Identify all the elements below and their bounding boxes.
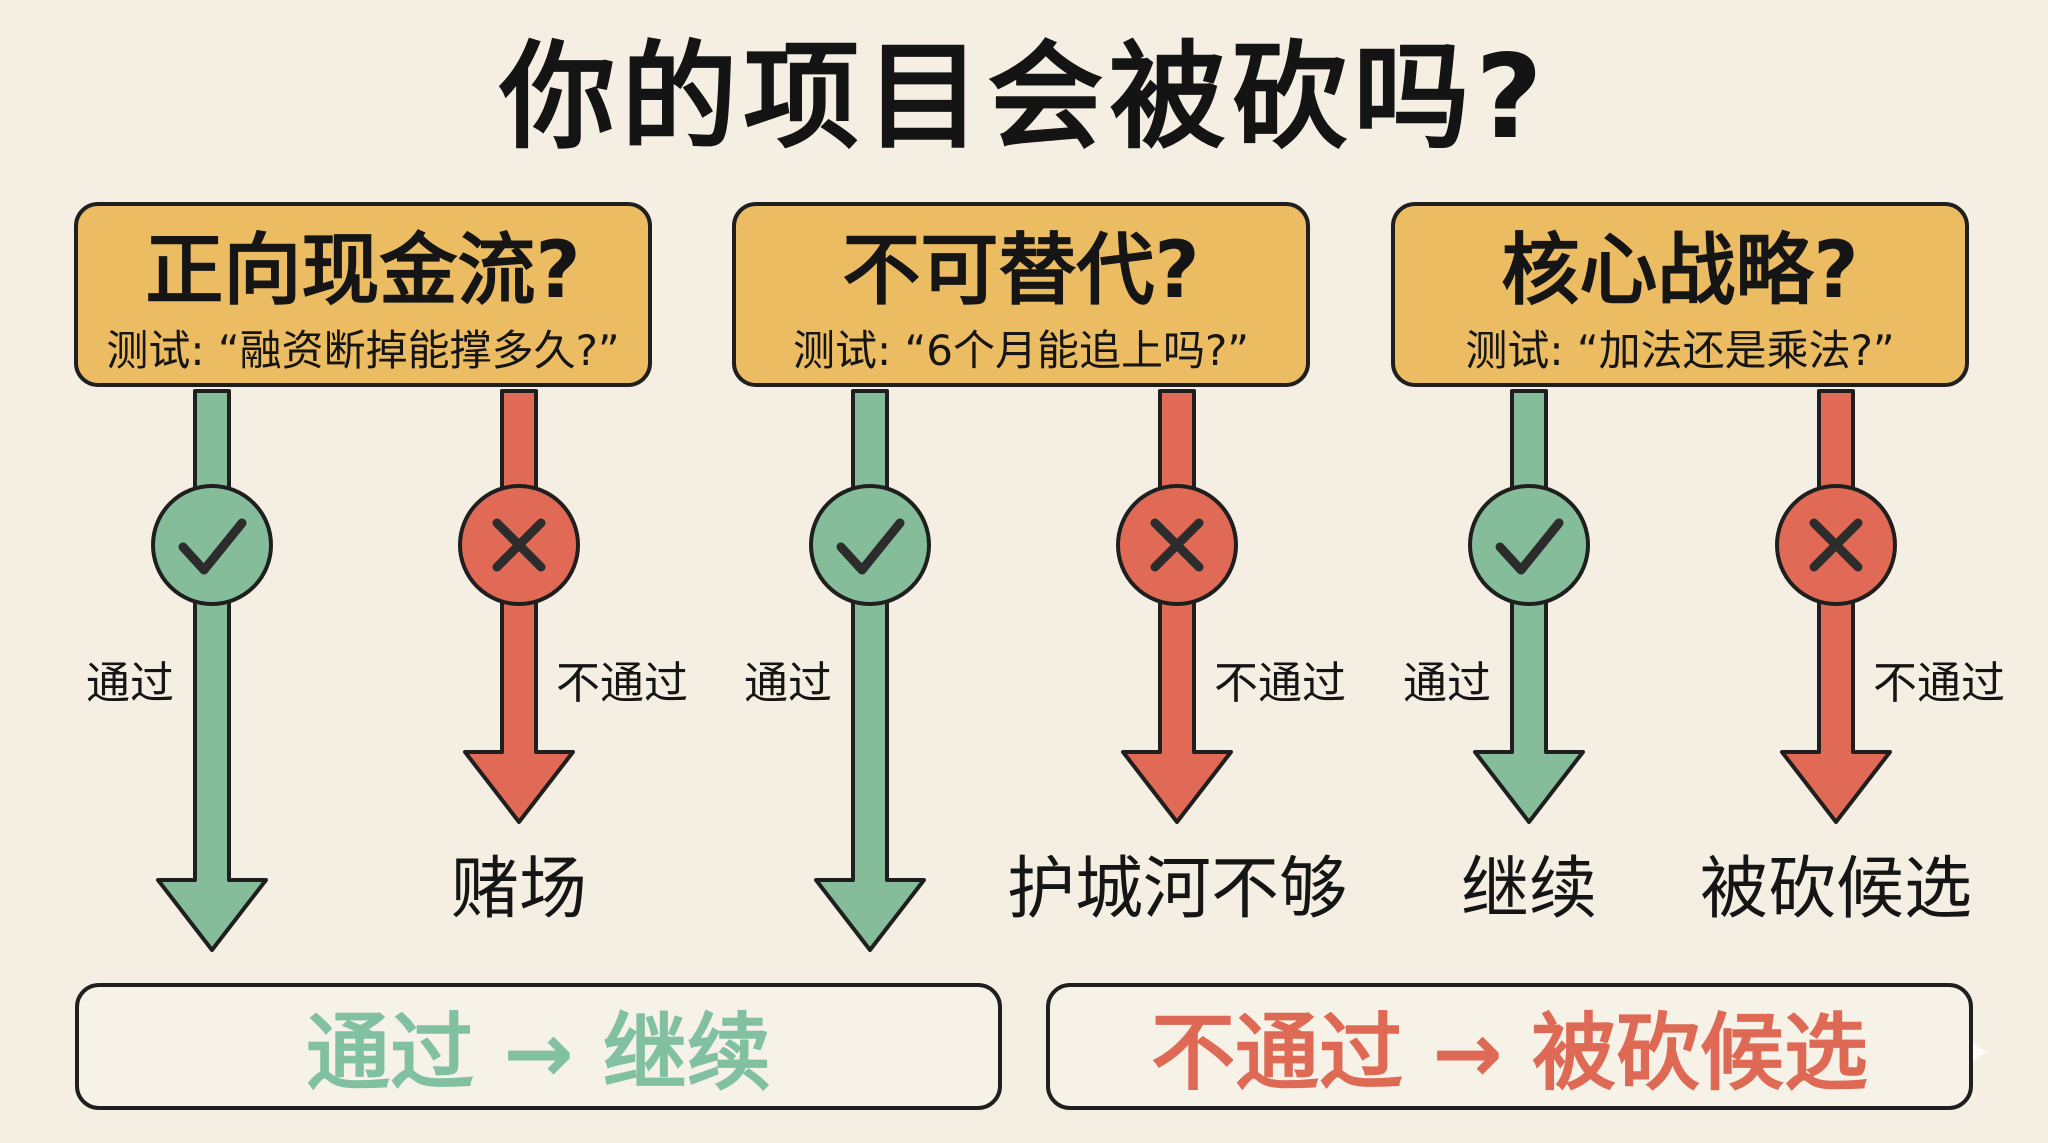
criterion-test: 测试: “6个月能追上吗?”	[792, 326, 1250, 375]
pass-arrow	[1473, 389, 1585, 824]
fail-arrow	[463, 389, 575, 824]
criterion-title: 正向现金流?	[145, 226, 581, 316]
fail-result: 护城河不够	[1006, 850, 1348, 929]
check-badge	[809, 484, 931, 606]
fail-summary-box: 不通过 → 被砍候选	[1046, 983, 1973, 1110]
pass-label: 通过	[1403, 658, 1491, 709]
pass-label: 通过	[86, 658, 174, 709]
criterion-box-cashflow: 正向现金流? 测试: “融资断掉能撑多久?”	[74, 202, 652, 387]
criterion-test: 测试: “加法还是乘法?”	[1465, 326, 1895, 375]
check-icon	[1495, 518, 1564, 575]
fail-arrow	[1780, 389, 1892, 824]
pass-arrow	[814, 389, 926, 952]
fail-label: 不通过	[1873, 658, 2005, 709]
page-title: 你的项目会被砍吗?	[499, 30, 1549, 165]
cross-icon	[1809, 518, 1863, 572]
cross-icon	[1150, 518, 1204, 572]
pass-result: 继续	[1460, 850, 1598, 929]
criterion-title: 核心战略?	[1501, 226, 1859, 316]
pass-summary-box: 通过 → 继续	[75, 983, 1002, 1110]
fail-arrow	[1121, 389, 1233, 824]
fail-result: 被砍候选	[1699, 850, 1973, 929]
criterion-title: 不可替代?	[842, 226, 1200, 316]
check-icon	[178, 518, 247, 575]
criterion-box-irreplaceable: 不可替代? 测试: “6个月能追上吗?”	[732, 202, 1310, 387]
check-badge	[151, 484, 273, 606]
fail-label: 不通过	[556, 658, 688, 709]
criterion-box-strategy: 核心战略? 测试: “加法还是乘法?”	[1391, 202, 1969, 387]
cross-icon	[492, 518, 546, 572]
fail-result: 赌场	[450, 850, 588, 929]
check-badge	[1468, 484, 1590, 606]
fail-label: 不通过	[1214, 658, 1346, 709]
check-icon	[836, 518, 905, 575]
pass-label: 通过	[744, 658, 832, 709]
criterion-test: 测试: “融资断掉能撑多久?”	[106, 326, 620, 375]
pass-arrow	[156, 389, 268, 952]
